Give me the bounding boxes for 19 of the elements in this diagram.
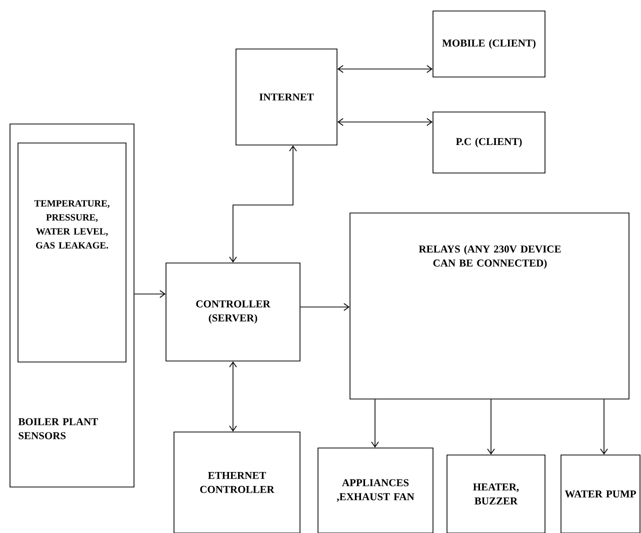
- block-box: APPLIANCES ,EXHAUST FAN: [318, 448, 434, 533]
- arrow: [134, 290, 166, 298]
- block-box: RELAYS (ANY 230V DEVICE CAN BE CONNECTED): [350, 212, 630, 400]
- arrow: [337, 65, 433, 73]
- block-box: WATER PUMP: [560, 454, 640, 533]
- arrow: [300, 303, 350, 311]
- block-box: HEATER, BUZZER: [446, 454, 546, 533]
- block-box: P.C (CLIENT): [432, 112, 546, 174]
- block-box: MOBILE (CLIENT): [432, 10, 546, 78]
- arrow: [229, 145, 297, 263]
- block-box: TEMPERATURE, PRESSURE, WATER LEVEL, GAS LEAKAGE.: [18, 142, 126, 362]
- block-box: ETHERNET CONTROLLER: [174, 432, 300, 533]
- block-box: INTERNET: [236, 48, 338, 146]
- arrow: [600, 399, 608, 455]
- arrow: [371, 399, 379, 448]
- arrow: [337, 118, 433, 126]
- arrow: [487, 399, 495, 455]
- block-box: CONTROLLER (SERVER): [166, 262, 300, 362]
- arrow: [229, 361, 237, 432]
